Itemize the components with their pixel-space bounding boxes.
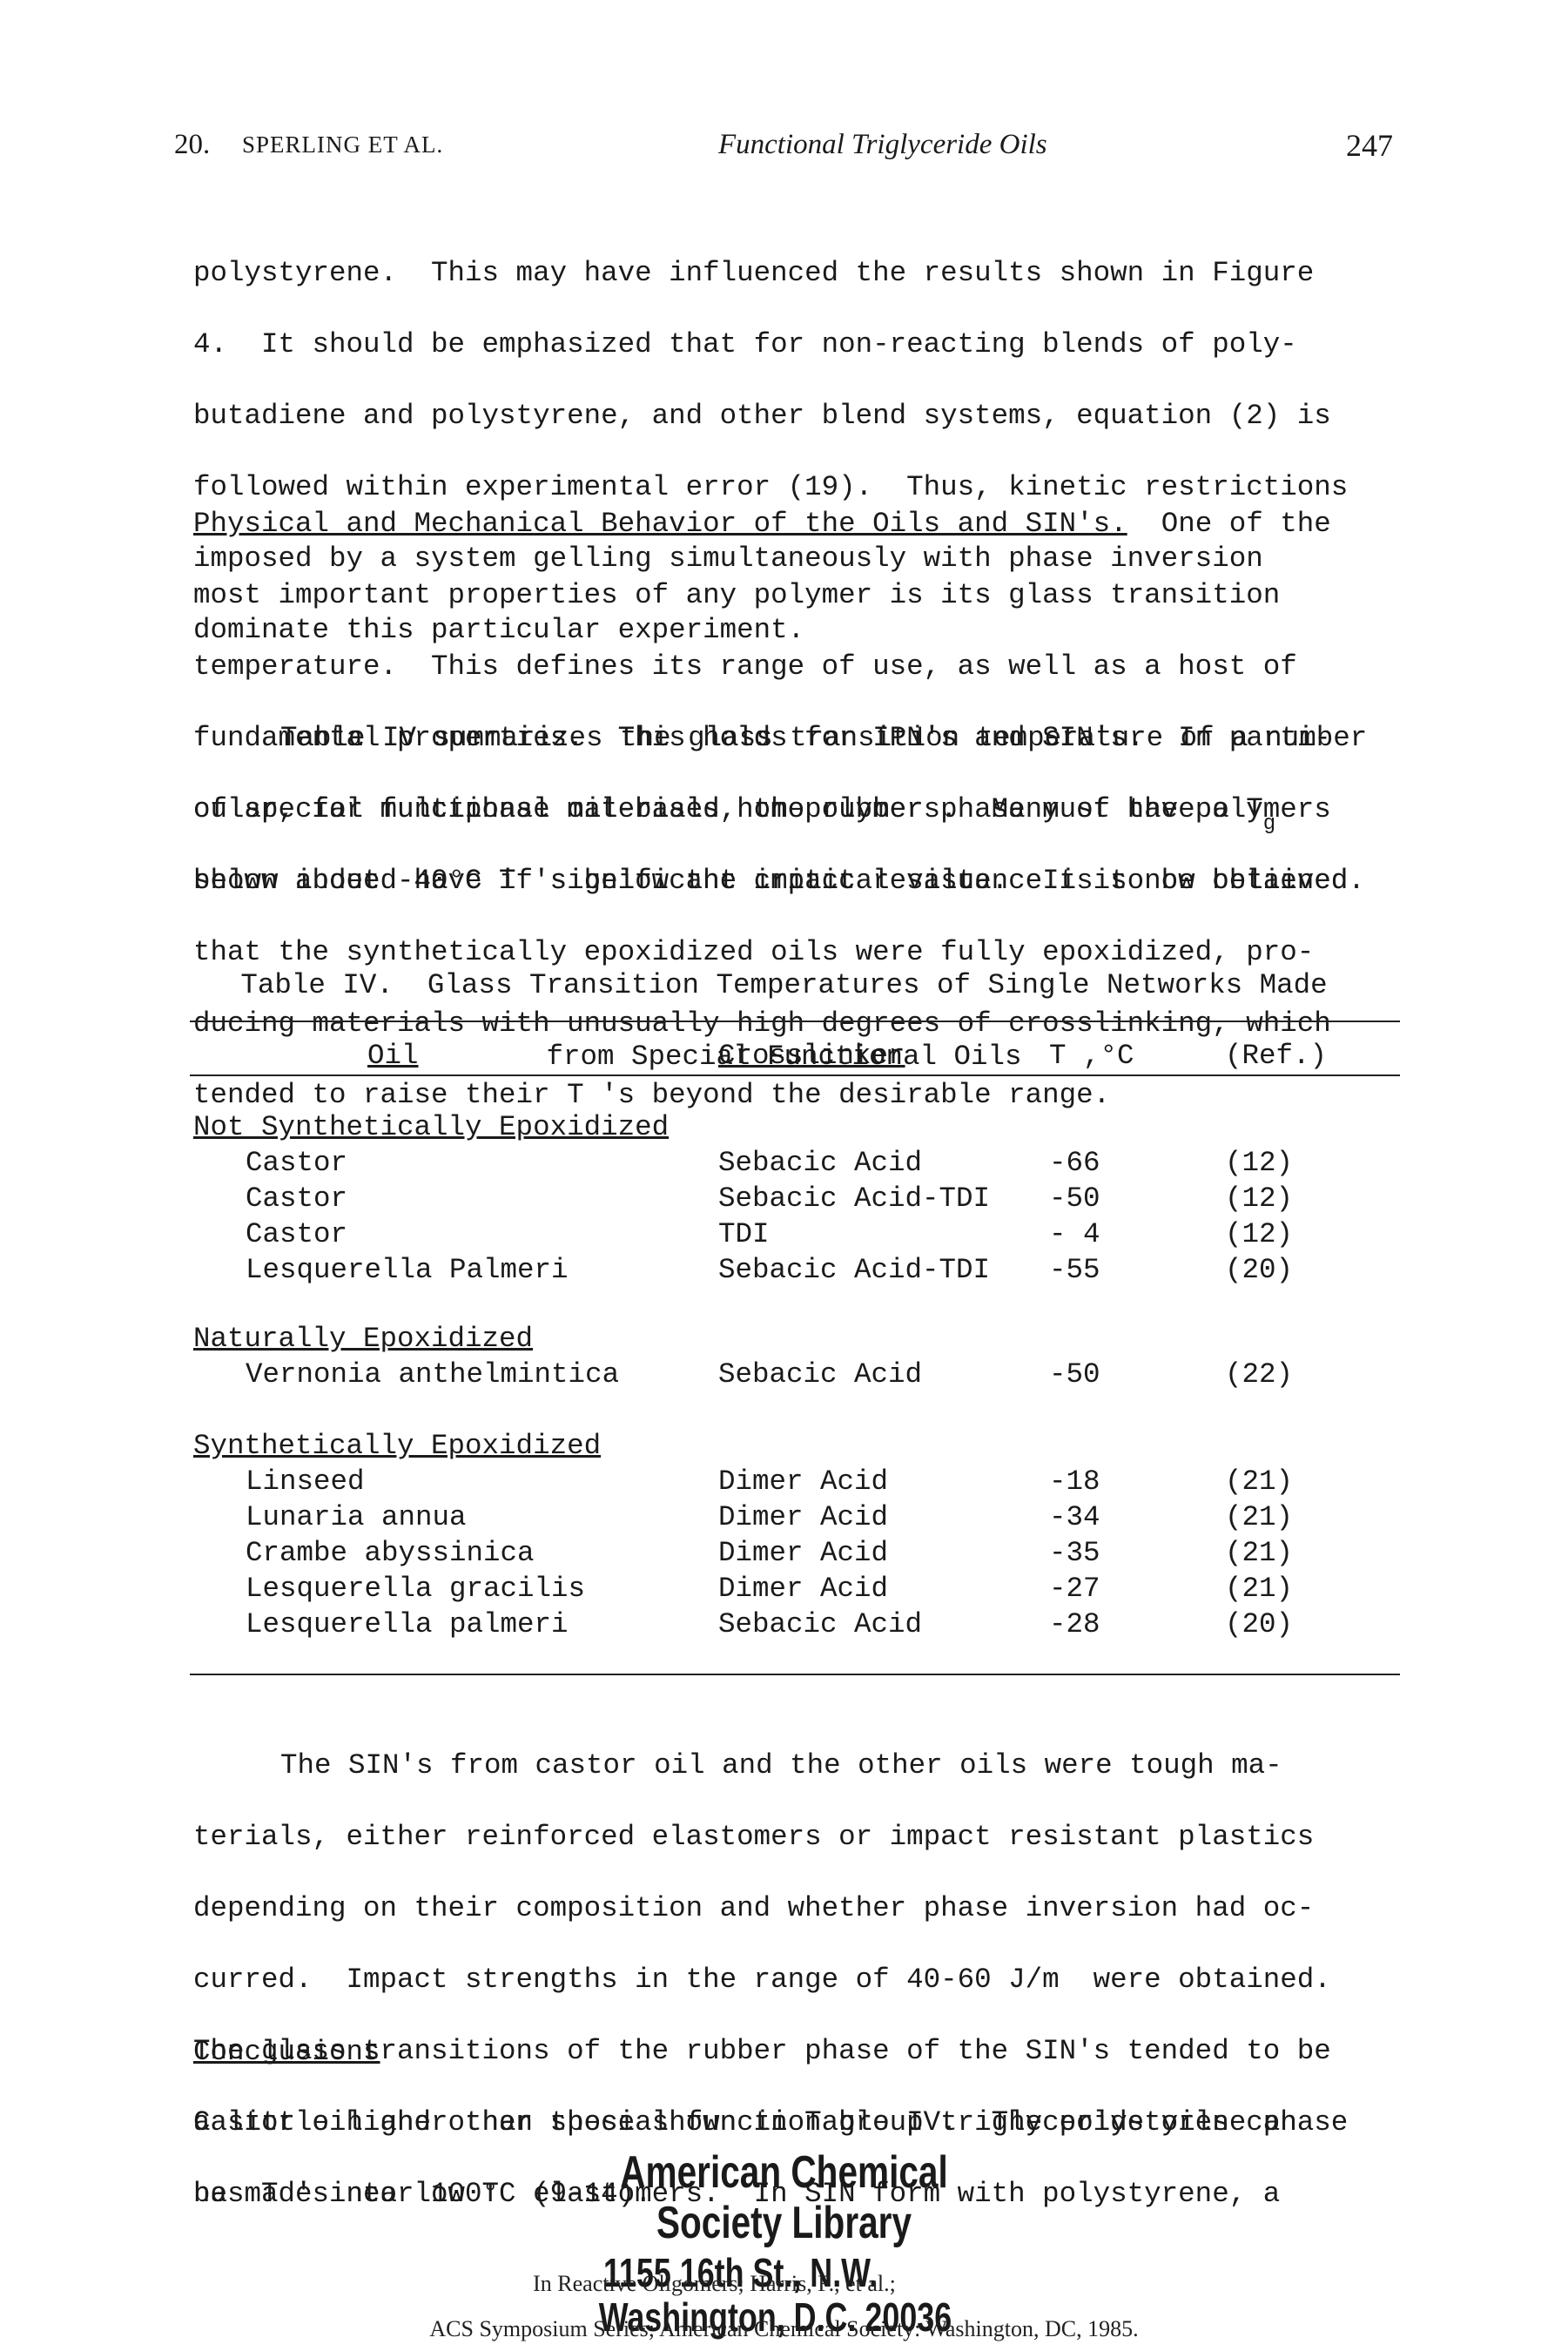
table-row: Castor Sebacic Acid-TDI -50 (12) [246,1182,1294,1215]
table-row: Vernonia anthelmintica Sebacic Acid -50 … [246,1358,1294,1391]
stamp-line: Washington, D.C. 20036 [598,2294,952,2340]
group-heading: Not Synthetically Epoxidized [193,1111,670,1143]
text-line: Castor oil and other special function gr… [193,2106,1297,2139]
text-line: followed within experimental error (19).… [193,471,1349,503]
text-line: shown indeed have T 's below the critica… [193,865,1349,897]
header-crosslinker: Crosslinker [718,1040,905,1072]
conclusions-body: Castor oil and other special function gr… [193,2069,1297,2247]
text-line: The SIN's from castor oil and the other … [280,1749,1282,1782]
text-line: fundamental properties. This holds for I… [193,722,1331,754]
table-top-rule [190,1021,1400,1022]
header-oil: Oil [367,1040,419,1072]
text-line: Table IV summarizes the glass transition… [280,722,1368,754]
text-line: has T 's near 100°C (9-14). [193,2178,652,2210]
text-line: imposed by a system gelling simultaneous… [193,542,1263,575]
text-line: a little higher than those shown in Tabl… [193,2106,1349,2139]
section-physical-behavior: Physical and Mechanical Behavior of the … [193,470,1365,934]
conclusions-heading: Conclusions [193,2036,380,2068]
text-line: temperature. This defines its range of u… [193,650,1297,683]
text-line: 4. It should be emphasized that for non-… [193,328,1297,360]
table-row: Castor TDI - 4 (12) [246,1218,1294,1250]
text-line: most important properties of any polymer… [193,579,1281,611]
chapter-title: Functional Triglyceride Oils [718,129,1047,160]
text-line: ducing materials with unusually high deg… [193,1007,1331,1040]
page-number: 247 [1346,128,1393,163]
stamp-line: 1155 16th St., N.W. [602,2250,878,2295]
table-row: Linseed Dimer Acid -18 (21) [246,1465,1294,1498]
group-heading: Naturally Epoxidized [193,1323,534,1355]
text-line: that the synthetically epoxidized oils w… [193,936,1315,968]
stamp-line: American Chemical [620,2147,948,2198]
header-ref: (Ref.) [1225,1040,1328,1072]
table-header-row: Oil Crosslinker T ,°C (Ref.) [193,1038,1412,1074]
header-tg: T ,°C [1049,1040,1134,1072]
table-header-rule [190,1074,1400,1076]
text-line: cular, for multiphase materials, the rub… [193,793,1276,836]
citation-line: ACS Symposium Series; American Chemical … [429,2316,1139,2341]
paragraph-4: The SIN's from castor oil and the other … [193,1712,1348,2247]
text-line: terials, either reinforced elastomers or… [193,1821,1315,1853]
table-row: Lesquerella Palmeri Sebacic Acid-TDI -55… [246,1254,1294,1286]
heading-tail: One of the [1127,508,1331,540]
text-line: butadiene and polystyrene, and other ble… [193,400,1331,432]
table-row: Lesquerella palmeri Sebacic Acid -28 (20… [246,1608,1294,1640]
table-row: Crambe abyssinica Dimer Acid -35 (21) [246,1537,1294,1569]
paragraph-3: Table IV summarizes the glass transition… [193,684,1367,1149]
subscript-g: g [1262,812,1276,836]
text-line: of special functional oil-based homopoly… [193,793,1331,825]
text-line: depending on their composition and wheth… [193,1892,1315,1924]
paragraph-1: polystyrene. This may have influenced th… [193,219,1348,684]
group-heading: Synthetically Epoxidized [193,1430,602,1462]
chapter-number: 20. [174,129,211,160]
text-line: curred. Impact strengths in the range of… [193,1964,1331,1996]
authors: SPERLING ET AL. [242,131,444,158]
table-row: Lesquerella gracilis Dimer Acid -27 (21) [246,1573,1294,1605]
section-heading: Physical and Mechanical Behavior of the … [193,508,1127,540]
caption-line: Table IV. Glass Transition Temperatures … [240,969,1328,1001]
running-header: 20. SPERLING ET AL. Functional Triglycer… [174,128,1393,172]
text-line: below about -40°C if significant impact … [193,865,1365,897]
table-row: Castor Sebacic Acid -66 (12) [246,1147,1294,1179]
text-line: polystyrene. This may have influenced th… [193,257,1315,289]
citation-line: In Reactive Oligomers; Harris, F., et al… [533,2271,896,2296]
text-line: tended to raise their T 's beyond the de… [193,1079,1111,1111]
text-line: dominate this particular experiment. [193,614,805,646]
text-line: be made into low T elastomers. In SIN fo… [193,2178,1281,2210]
table-bottom-rule [190,1674,1400,1675]
caption-line: from Special Functional Oils [546,1041,1022,1073]
text-line: The glass transitions of the rubber phas… [193,2035,1331,2067]
table-caption: Table IV. Glass Transition Temperatures … [0,932,1568,1110]
text-line: Physical and Mechanical Behavior of the … [193,506,1365,542]
table-row: Lunaria annua Dimer Acid -34 (21) [246,1501,1294,1533]
stamp-line: Society Library [656,2198,912,2248]
